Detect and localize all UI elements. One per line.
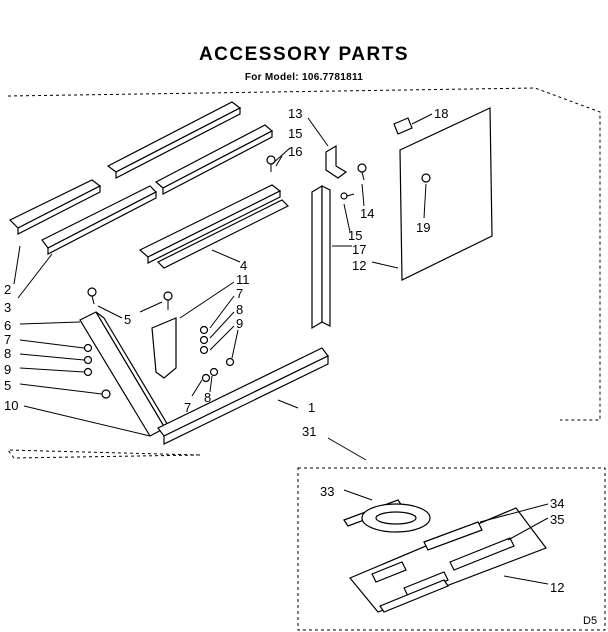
kit-strip	[379, 579, 449, 613]
rail-part-2	[8, 179, 102, 235]
callout-17: 17	[352, 242, 366, 257]
upper-rail-a	[106, 101, 242, 179]
bottom-rail-part-1	[157, 347, 329, 445]
callout-4: 4	[240, 258, 247, 273]
screw-part-5-upper	[87, 287, 97, 305]
callout-9-right: 9	[236, 316, 243, 331]
main-parts-frame	[6, 87, 601, 459]
bracket-part-13	[325, 144, 348, 179]
callout-7-bottom: 7	[184, 400, 191, 415]
callout-3: 3	[4, 300, 11, 315]
callout-8-left: 8	[4, 346, 11, 361]
diagram-title: ACCESSORY PARTS	[198, 44, 410, 65]
callout-15-lower: 15	[348, 228, 362, 243]
callout-34: 34	[550, 496, 564, 511]
callout-10: 10	[4, 398, 18, 413]
panel-part-12	[399, 107, 493, 281]
screw-part-19	[421, 173, 431, 183]
callout-35: 35	[550, 512, 564, 527]
screw-part-5-lower	[101, 389, 111, 399]
callout-13: 13	[288, 106, 302, 121]
callout-16: 16	[288, 144, 302, 159]
kit-blocks-part-35	[403, 537, 515, 597]
callout-1: 1	[308, 400, 315, 415]
kit-blocks-part-34	[371, 521, 483, 583]
hardware-stack-right	[199, 325, 235, 383]
screw-part-14	[357, 163, 367, 181]
callout-18: 18	[434, 106, 448, 121]
rail-part-4	[156, 199, 290, 269]
callout-12-kit: 12	[550, 580, 564, 595]
model-number: For Model: 106.7781811	[244, 72, 364, 83]
screw-part-16	[266, 155, 276, 172]
leader-lines	[13, 113, 549, 585]
callout-8-right: 8	[236, 302, 243, 317]
bracket-part-11	[151, 317, 177, 379]
callout-15-upper: 15	[288, 126, 302, 141]
callout-7-left: 7	[4, 332, 11, 347]
callout-9-left: 9	[4, 362, 11, 377]
rail-part-3	[41, 185, 158, 255]
callout-7-right: 7	[236, 286, 243, 301]
rail-part-16	[138, 184, 282, 264]
callout-2: 2	[4, 282, 11, 297]
seal-strip-part-33	[343, 499, 431, 533]
callout-12-main: 12	[352, 258, 366, 273]
callout-31: 31	[302, 424, 316, 439]
screw-part-5-mid	[163, 291, 173, 310]
diagram-code: D5	[583, 615, 597, 627]
callout-5-upper: 5	[124, 312, 131, 327]
screw-part-15	[340, 192, 355, 200]
callout-14: 14	[360, 206, 374, 221]
callout-11: 11	[236, 272, 250, 287]
side-channel-part-17	[311, 184, 331, 330]
callout-6: 6	[4, 318, 11, 333]
upper-rail-b	[154, 124, 274, 195]
callout-5-lower: 5	[4, 378, 11, 393]
hardware-stack-left	[83, 343, 93, 377]
callout-33: 33	[320, 484, 334, 499]
callout-19: 19	[416, 220, 430, 235]
kit-parts-frame	[297, 467, 606, 631]
gasket-part-18	[393, 117, 413, 135]
callout-8-bottom: 8	[204, 390, 211, 405]
